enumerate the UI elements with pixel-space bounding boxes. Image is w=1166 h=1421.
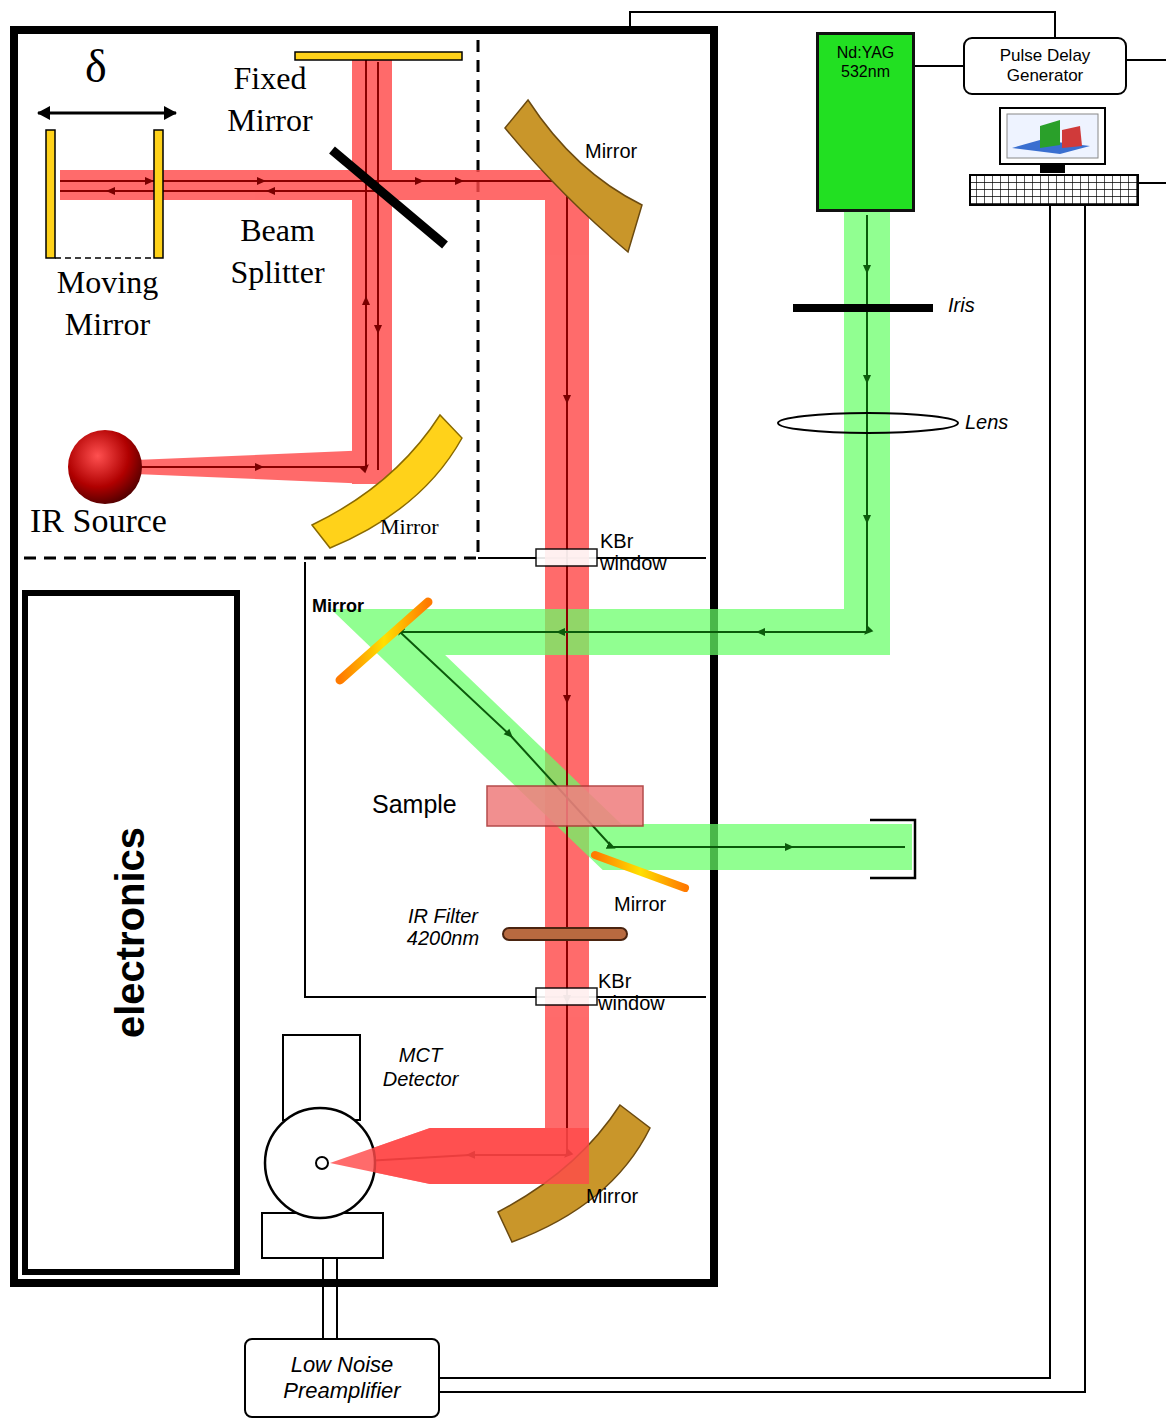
part-label: Lens xyxy=(965,411,1008,434)
part-label: Fixed Mirror xyxy=(205,58,335,141)
part-label: IR Filter 4200nm xyxy=(383,905,503,949)
part-label: Beam Splitter xyxy=(205,210,350,293)
part-label: KBr window xyxy=(598,970,693,1014)
electronics-box: electronics xyxy=(22,590,240,1275)
laser-box: Nd:YAG 532nm xyxy=(816,32,915,212)
part-label: Mirror xyxy=(614,893,666,916)
box-text: Nd:YAG 532nm xyxy=(823,43,908,81)
part-label: IR Source xyxy=(30,502,167,540)
part-label: Mirror xyxy=(586,1185,638,1208)
part-label: Mirror xyxy=(380,514,439,540)
part-label: Iris xyxy=(948,294,975,317)
rotated-heading: electronics xyxy=(109,827,154,1038)
preamplifier-box: Low Noise Preamplifier xyxy=(244,1338,440,1418)
box-text: Pulse Delay Generator xyxy=(971,46,1119,85)
box-text: Low Noise Preamplifier xyxy=(254,1352,430,1405)
part-label: Moving Mirror xyxy=(30,262,185,345)
part-label: Sample xyxy=(372,790,457,819)
part-label: KBr window xyxy=(600,530,695,574)
part-label: Mirror xyxy=(312,596,364,617)
delay-generator-box: Pulse Delay Generator xyxy=(963,37,1127,95)
part-label: Mirror xyxy=(585,140,637,163)
part-label: MCT Detector xyxy=(363,1043,478,1091)
delta-label: δ xyxy=(85,40,107,93)
signal-wire xyxy=(915,65,963,67)
